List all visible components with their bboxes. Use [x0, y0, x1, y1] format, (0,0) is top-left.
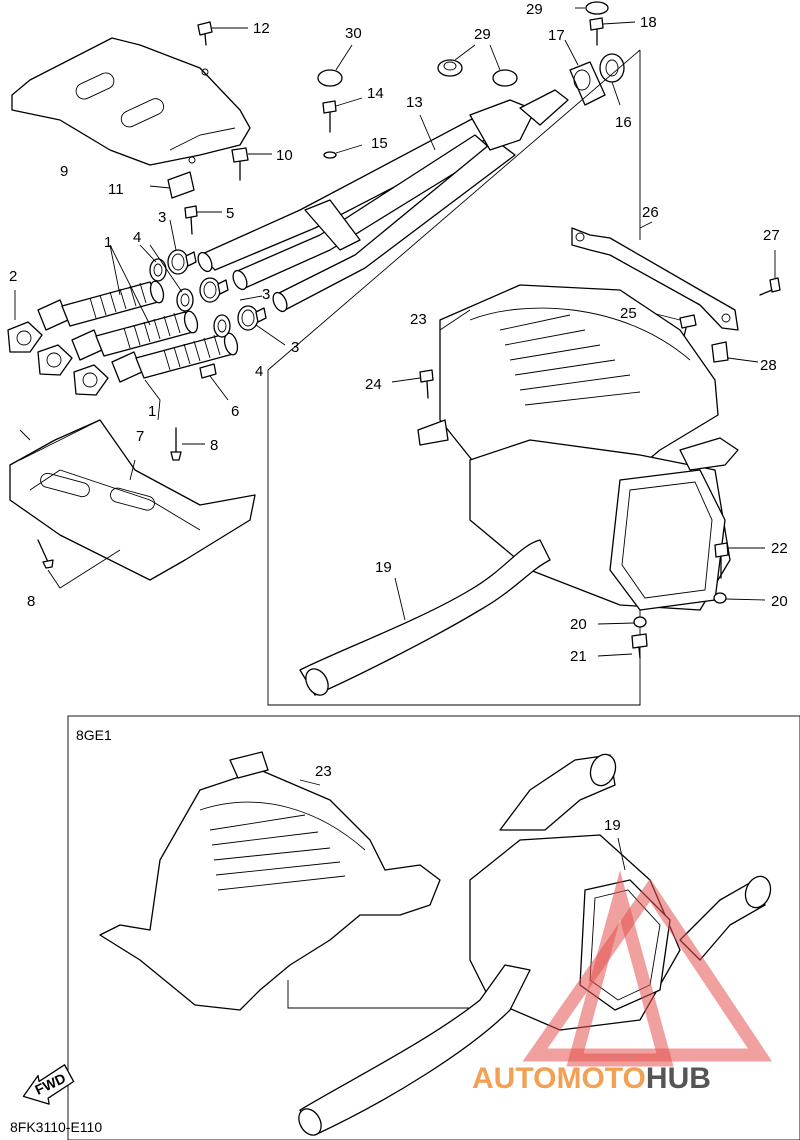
cap-29 [437, 1, 609, 87]
bolt-12 [197, 21, 248, 46]
bolt-27 [759, 250, 781, 296]
rings-4 [139, 244, 231, 338]
callout-19: 19 [604, 817, 621, 834]
nut-28 [711, 341, 759, 363]
callout-4: 4 [133, 229, 141, 246]
watermark-text: AUTOMOTOHUB [472, 1062, 711, 1095]
bolt-5 [184, 205, 222, 235]
callout-30: 30 [345, 25, 362, 42]
bolt-6 [199, 363, 229, 401]
y-pipe-13 [197, 89, 569, 313]
bolt-22 [714, 542, 765, 579]
callout-4: 4 [255, 363, 263, 380]
callout-6: 6 [231, 403, 239, 420]
callout-16: 16 [615, 114, 632, 131]
callout-1: 1 [148, 403, 156, 420]
callout-25: 25 [620, 305, 637, 322]
variant-box [67, 715, 800, 1140]
callout-19: 19 [375, 559, 392, 576]
callout-13: 13 [406, 94, 423, 111]
callout-8: 8 [210, 437, 218, 454]
bolt-21 [597, 633, 648, 659]
callout-21: 21 [570, 648, 587, 665]
heat-shield-7 [9, 419, 256, 581]
exhaust-pipe-1-lower [111, 332, 239, 383]
watermark-text-part1: AUTOMOTO [472, 1062, 646, 1095]
bolt-24 [391, 369, 434, 399]
bolt-10 [231, 147, 272, 181]
callout-24: 24 [365, 376, 382, 393]
callout-20: 20 [570, 616, 587, 633]
callout-17: 17 [548, 27, 565, 44]
exhaust-pipe-1-middle [71, 310, 199, 361]
callout-27: 27 [763, 227, 780, 244]
gaskets-2 [7, 290, 109, 396]
callout-10: 10 [276, 147, 293, 164]
washers-20 [597, 592, 766, 628]
bolt-18 [589, 17, 636, 46]
rivet-8 [37, 427, 205, 589]
bracket-17 [564, 39, 606, 106]
cap-30 [317, 44, 353, 87]
callout-23: 23 [315, 763, 332, 780]
callout-15: 15 [371, 135, 388, 152]
callout-23: 23 [410, 311, 427, 328]
bolt-14 [322, 97, 363, 133]
callout-11: 11 [108, 181, 124, 198]
callout-22: 22 [771, 540, 788, 557]
variant-label: 8GE1 [76, 727, 112, 743]
callout-26: 26 [642, 204, 659, 221]
heat-shield-9 [11, 37, 251, 166]
bracket-11 [149, 171, 195, 199]
callout-1: 1 [104, 234, 112, 251]
variant-leader [287, 980, 470, 1009]
variant-muffler-cover-23 [99, 751, 441, 1011]
callout-9: 9 [60, 163, 68, 180]
watermark-logo [522, 870, 773, 1067]
clamps-3 [167, 219, 286, 346]
callout-28: 28 [760, 357, 777, 374]
callout-3: 3 [158, 209, 166, 226]
callout-2: 2 [9, 268, 17, 285]
washer-15 [323, 144, 363, 159]
fwd-arrow-icon [22, 1064, 75, 1105]
callout-12: 12 [253, 20, 270, 37]
callout-29: 29 [526, 1, 543, 18]
callout-labels: 1 1 2 3 3 3 4 4 5 6 7 8 8 9 10 11 12 13 … [9, 1, 788, 834]
callout-5: 5 [226, 205, 234, 222]
callout-14: 14 [367, 85, 384, 102]
bracket-26 [571, 221, 739, 331]
callout-8: 8 [27, 593, 35, 610]
watermark-text-part2: HUB [646, 1062, 711, 1095]
callout-18: 18 [640, 14, 657, 31]
callout-7: 7 [136, 428, 144, 445]
variant-muffler-19 [298, 753, 772, 1136]
callout-3: 3 [262, 286, 270, 303]
callout-29: 29 [474, 26, 491, 43]
callout-3: 3 [291, 339, 299, 356]
muffler-19 [299, 437, 739, 696]
grommet-16 [599, 53, 625, 106]
callout-20: 20 [771, 593, 788, 610]
diagram-code: 8FK3110-E110 [10, 1119, 102, 1135]
